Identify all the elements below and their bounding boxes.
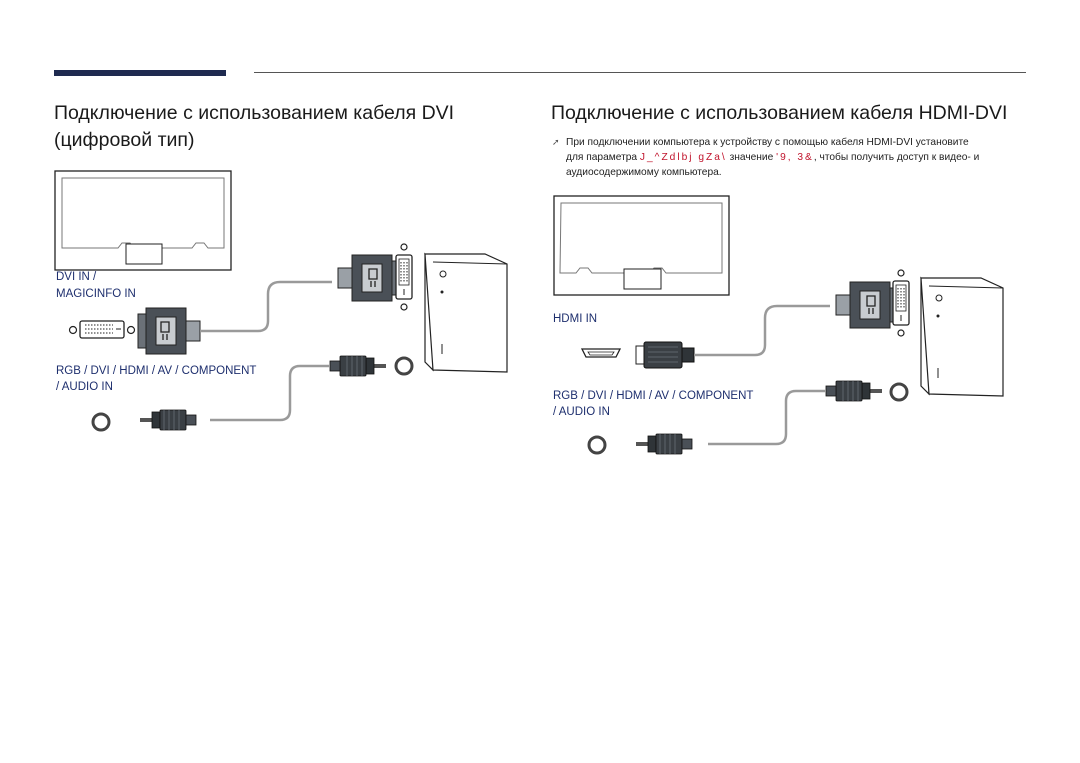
audio-in-label-left-2: / AUDIO IN [56, 381, 113, 393]
note-line-1: При подключении компьютера к устройству … [566, 137, 969, 148]
note-line2-suffix: , чтобы получить доступ к видео- и [813, 152, 980, 163]
audio-plug-monitor-right [635, 433, 693, 455]
dvi-plug-pc-side-right [835, 281, 899, 329]
dvi-port-pc-right [892, 269, 910, 337]
header-accent-bar [54, 70, 226, 76]
audio-plug-pc-right [825, 380, 883, 402]
hdmi-dvi-cable [694, 304, 830, 357]
note-param-name: J_^Zdlbj gZa\ [639, 152, 727, 163]
note-param-value: '9, 3& [776, 152, 814, 163]
audio-jack-monitor-left [91, 412, 111, 432]
hdmi-port-right [580, 348, 622, 358]
magicinfo-in-label: MAGICINFO IN [56, 288, 136, 300]
note-arrow-icon: ➚ [552, 137, 560, 147]
dvi-cable [200, 280, 332, 333]
hdmi-in-label: HDMI IN [553, 313, 598, 325]
section-title-dvi: Подключение с использованием кабеля DVI … [54, 100, 494, 154]
note-line2-mid: значение [726, 152, 777, 163]
pc-tower-right [920, 277, 1004, 397]
audio-jack-monitor-right [587, 435, 607, 455]
dvi-port-left [68, 320, 136, 339]
audio-cable-left [210, 364, 330, 422]
dvi-plug-monitor-side [137, 307, 201, 355]
monitor-left [54, 170, 232, 271]
section-title-dvi-line1: Подключение с использованием кабеля DVI [54, 102, 455, 124]
audio-in-label-right-2: / AUDIO IN [553, 406, 610, 418]
note-line2-prefix: для параметра [566, 152, 640, 163]
pc-tower-left [424, 253, 508, 373]
dvi-plug-pc-side [337, 254, 401, 302]
dvi-port-pc-left [395, 243, 413, 311]
note-line-2: для параметра J_^Zdlbj gZa\ значение '9,… [553, 150, 1073, 165]
audio-jack-pc-right [889, 382, 909, 402]
audio-plug-pc-left [329, 355, 387, 377]
dvi-in-label: DVI IN / [56, 271, 97, 283]
section-title-hdmi-dvi: Подключение с использованием кабеля HDMI… [551, 102, 1008, 124]
audio-plug-monitor-left [139, 409, 197, 431]
audio-jack-pc-left [394, 356, 414, 376]
section-title-dvi-line2: (цифровой тип) [54, 129, 195, 151]
note-block: ➚ При подключении компьютера к устройств… [552, 135, 1073, 180]
audio-cable-right [708, 389, 826, 446]
note-line-3: аудиосодержимому компьютера. [566, 167, 722, 178]
monitor-right [553, 195, 730, 296]
hdmi-plug [635, 341, 695, 369]
header-rule [254, 72, 1026, 73]
audio-in-label-right-1: RGB / DVI / HDMI / AV / COMPONENT [553, 390, 754, 402]
audio-in-label-left-1: RGB / DVI / HDMI / AV / COMPONENT [56, 365, 257, 377]
